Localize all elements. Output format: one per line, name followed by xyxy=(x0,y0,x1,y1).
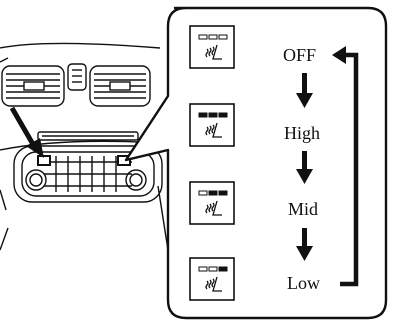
indicator-lamp-on xyxy=(218,266,228,272)
indicator-lamp-off xyxy=(198,34,208,40)
dashboard-illustration xyxy=(0,42,169,251)
indicator-lamp-off xyxy=(218,34,228,40)
indicator-lamp-off xyxy=(208,34,218,40)
mode-label-high: High xyxy=(284,123,320,143)
mode-row: OFF xyxy=(189,25,316,69)
right-air-vent xyxy=(89,65,151,107)
mode-label-mid: Mid xyxy=(288,199,318,219)
switch-icon-off xyxy=(189,25,235,69)
cycle-return-arrow xyxy=(332,46,359,287)
switch-frame xyxy=(189,25,235,69)
seat-heater-icon xyxy=(205,122,222,138)
mode-label-low: Low xyxy=(287,273,320,293)
mode-row: Mid xyxy=(189,181,318,225)
indicator-lamp-on xyxy=(198,112,208,118)
left-seat-heater-switch xyxy=(37,155,51,166)
right-seat-heater-switch xyxy=(117,155,131,166)
indicator-lamp-off xyxy=(198,190,208,196)
left-knob xyxy=(25,169,47,191)
seat-heater-icon xyxy=(205,44,222,60)
indicator-lamp-on xyxy=(208,190,218,196)
left-air-vent xyxy=(1,65,65,107)
pointer-arrow xyxy=(9,106,44,158)
mode-row: High xyxy=(189,103,320,147)
down-arrows xyxy=(296,73,313,261)
switch-frame xyxy=(189,257,235,301)
indicator-lamp-off xyxy=(198,266,208,272)
seat-heater-icon xyxy=(205,276,222,292)
indicator-lamp-on xyxy=(218,112,228,118)
switch-frame xyxy=(189,103,235,147)
down-arrow-icon xyxy=(296,73,313,108)
right-knob xyxy=(125,169,147,191)
climate-control-panel xyxy=(13,145,163,203)
switch-icon-low xyxy=(189,257,235,301)
center-air-vent xyxy=(67,63,87,91)
indicator-lamp-on xyxy=(208,112,218,118)
indicator-lamp-off xyxy=(208,266,218,272)
mode-label-off: OFF xyxy=(283,45,316,65)
switch-icon-high xyxy=(189,103,235,147)
seat-heater-icon xyxy=(205,200,222,216)
switch-icon-mid xyxy=(189,181,235,225)
mode-row: Low xyxy=(189,257,320,301)
mode-list: OFF High Mid Low xyxy=(189,25,320,301)
callout-panel xyxy=(124,6,388,320)
down-arrow-icon xyxy=(296,228,313,261)
indicator-lamp-on xyxy=(218,190,228,196)
down-arrow-icon xyxy=(296,151,313,184)
switch-frame xyxy=(189,181,235,225)
